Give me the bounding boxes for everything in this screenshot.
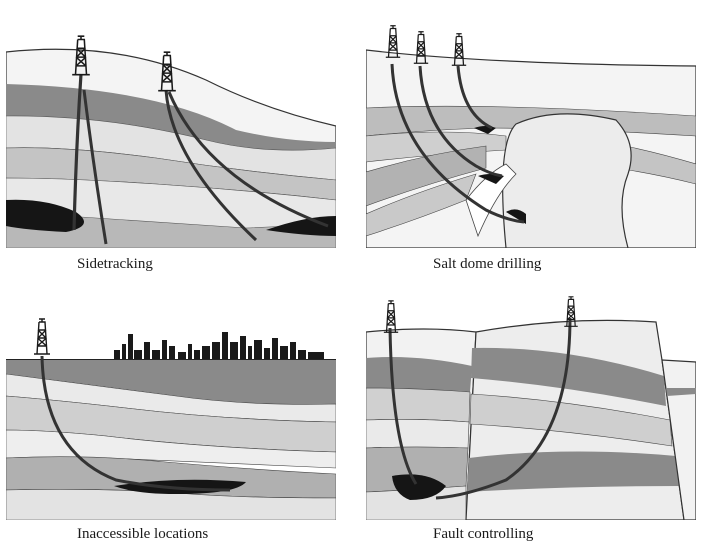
city-skyline <box>114 332 324 360</box>
vertical-wellbore <box>390 63 525 224</box>
left-mid-layer <box>366 387 471 423</box>
caption-inaccessible: Inaccessible locations <box>77 526 209 542</box>
salt-dome <box>502 113 632 248</box>
left-pale-layer <box>366 419 470 449</box>
oil-reservoir-left <box>6 199 84 232</box>
deviated-wellbore-2 <box>167 91 329 228</box>
caption-fault: Fault controlling <box>433 526 534 542</box>
vertical-wellbore <box>388 327 418 485</box>
block-mid-layer <box>469 393 673 447</box>
block-dark-layer <box>471 347 666 406</box>
right-rock-layer <box>615 143 696 185</box>
caption-sidetracking: Sidetracking <box>77 256 153 272</box>
right-dark-layer <box>666 388 696 396</box>
wellbore <box>72 73 83 231</box>
inaccessible-diagram <box>6 318 336 520</box>
deviated-wellbore <box>164 89 258 242</box>
caption-salt-dome: Salt dome drilling <box>433 256 542 272</box>
right-block <box>661 359 696 520</box>
horizontal-wellbore <box>40 355 231 492</box>
sidetrack-wellbore <box>82 89 108 245</box>
tilted-layer <box>465 163 517 238</box>
fault-diagram <box>366 296 696 520</box>
deviated-wellbore <box>418 65 503 178</box>
sidetracking-diagram <box>6 35 336 248</box>
short-wellbore <box>456 65 493 130</box>
derrick-icon <box>33 318 51 355</box>
derrick-icon <box>383 300 399 333</box>
sidetracking-panel <box>6 30 336 248</box>
dark-rock-layer <box>6 360 336 405</box>
block-reservoir-layer <box>467 451 680 492</box>
salt-dome-panel <box>366 24 696 248</box>
inaccessible-panel <box>6 312 336 520</box>
deviated-wellbore <box>435 317 572 500</box>
oil-trap <box>392 474 446 500</box>
lower-left-layer <box>366 145 487 207</box>
fault-panel <box>366 296 696 520</box>
salt-dome-diagram <box>366 25 696 248</box>
